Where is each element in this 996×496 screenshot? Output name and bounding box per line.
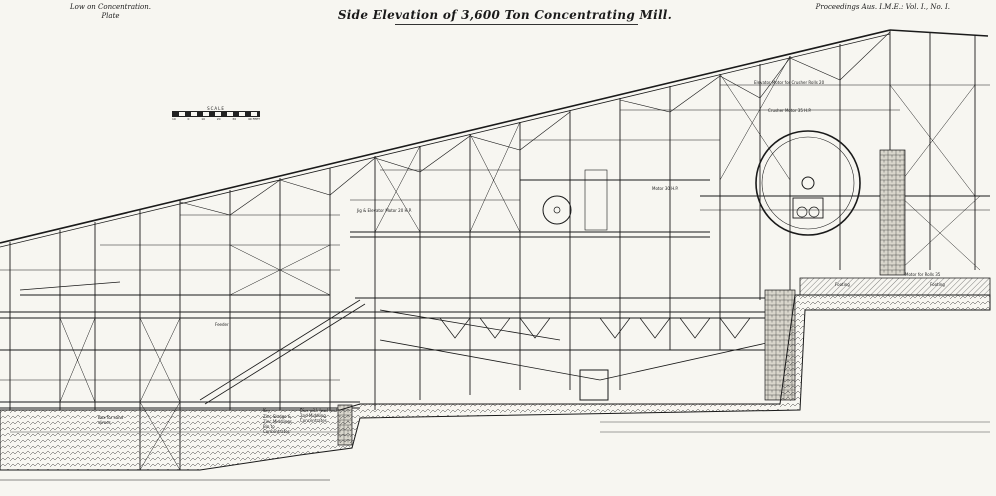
label-elevator-motor: Elevator Motor for Crusher Rolls 20: [754, 80, 825, 85]
page-title-text: Side Elevation of 3,600 Ton Concentratin…: [337, 8, 673, 22]
note-key-bins: Bins with lead and 2nd Middling Concentr…: [300, 408, 337, 423]
plate-caption-line2: Plate: [101, 12, 120, 20]
note-key-title: Key: [263, 408, 271, 413]
page-title: Side Elevation of 3,600 Ton Concentratin…: [0, 8, 996, 22]
label-footing: Footing: [835, 282, 850, 287]
hopper-bins: [439, 317, 751, 401]
plate-caption: Low on Concentration. Plate: [70, 3, 151, 21]
roof-trusses: [179, 31, 891, 216]
scale-tick: 0: [187, 117, 190, 121]
scale-tick: 20: [216, 117, 221, 121]
scale-bar: [172, 111, 260, 117]
note-key-zinc: Zinc Sludge & Zinc Middlings Bin to Conc…: [263, 414, 292, 434]
ground-line: [0, 277, 991, 481]
scale-tick: 30: [232, 117, 237, 121]
scale-tick: 10: [172, 117, 176, 121]
title-underline: [395, 24, 638, 25]
label-crusher-motor: Crusher Motor 35 H.P.: [768, 108, 812, 113]
proceedings-reference: Proceedings Aus. I.M.E.: Vol. I., No. I.: [815, 3, 950, 11]
label-rolls-motor: Motor for Rolls 35: [905, 272, 941, 277]
plate-caption-line1: Low on Concentration.: [70, 3, 152, 11]
label-jig-elevator-motor: Jig & Elevator Motor 20 H.P.: [357, 208, 412, 213]
label-feeder: Feeder: [215, 322, 229, 327]
scale-label: SCALE: [207, 106, 225, 111]
scale-bar-block: SCALE 10 0 10 20 30 40 FEET: [172, 106, 260, 121]
scale-ticks: 10 0 10 20 30 40 FEET: [172, 117, 260, 121]
label-motor-30: Motor 30 H.P.: [652, 186, 679, 191]
note-box: Box for sand slimes: [98, 415, 124, 425]
label-footing: Footing: [930, 282, 945, 287]
jig-wheel: [542, 169, 608, 231]
conveyors: [19, 281, 781, 405]
scale-tick: 10: [201, 117, 206, 121]
roof-truss: [0, 29, 989, 248]
wall-girts: [0, 84, 990, 381]
scale-tick: 40 FEET: [247, 117, 260, 121]
dimension-lines: [10, 421, 990, 433]
crusher-drum: [755, 130, 861, 236]
